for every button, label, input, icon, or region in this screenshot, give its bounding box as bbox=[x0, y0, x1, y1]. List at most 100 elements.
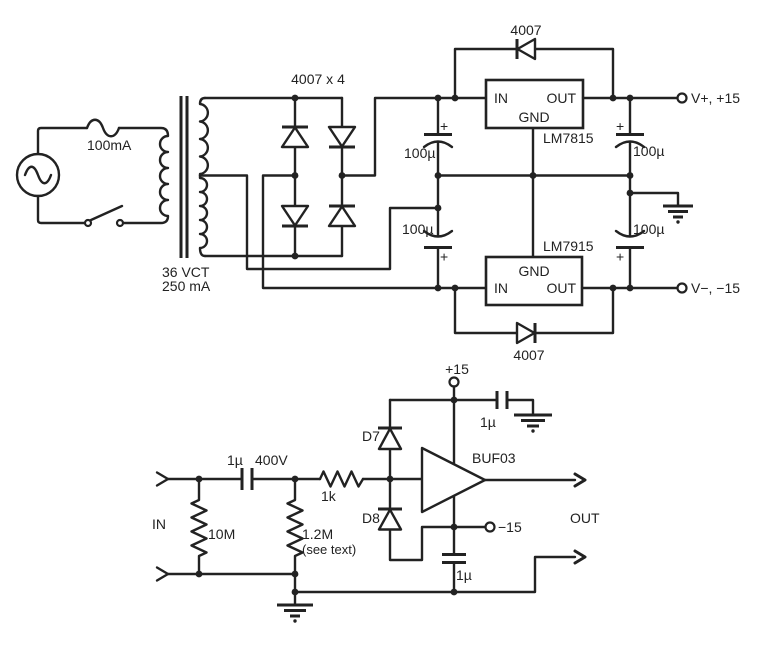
negative-output-label: V−, −15 bbox=[691, 280, 740, 296]
pin-in-label: IN bbox=[494, 90, 508, 106]
protection-diode-pos: 4007 bbox=[453, 22, 615, 100]
bridge-rectifier: 4007 x 4 bbox=[203, 71, 357, 258]
ground-dot bbox=[531, 429, 535, 433]
positive-feed-wire bbox=[340, 96, 488, 177]
secondary-winding bbox=[198, 96, 209, 258]
negative-rail-buffer: −15 1µ bbox=[442, 494, 522, 594]
cap-plus-sign: + bbox=[440, 118, 448, 134]
negative-output: V−, −15 bbox=[580, 280, 740, 296]
ac-source bbox=[15, 126, 89, 225]
diode-d7-icon bbox=[377, 427, 403, 451]
cap-plus-sign: + bbox=[616, 249, 624, 265]
resistor-10m-value: 10M bbox=[208, 526, 235, 542]
diode-d8-icon bbox=[377, 508, 403, 531]
cap-value: 100µ bbox=[404, 145, 435, 161]
resistor-1p2m-icon bbox=[286, 477, 304, 576]
transformer: 36 VCT 250 mA bbox=[117, 96, 211, 294]
bypass-cap-icon bbox=[495, 391, 509, 409]
sine-wave-icon bbox=[23, 165, 53, 185]
pin-in-label: IN bbox=[494, 280, 508, 296]
filter-cap-upper-right: + 100µ bbox=[614, 96, 664, 290]
vneg-label: −15 bbox=[498, 519, 522, 535]
diode-label: 4007 bbox=[513, 347, 544, 363]
transformer-rating: 36 VCT bbox=[162, 264, 210, 280]
positive-output-label: V+, +15 bbox=[691, 90, 740, 106]
wire bbox=[628, 191, 680, 208]
diode-icon bbox=[516, 37, 537, 61]
coupling-cap-icon bbox=[240, 468, 254, 490]
diode-icon bbox=[327, 205, 357, 228]
coupling-cap-voltage: 400V bbox=[255, 452, 288, 468]
regulator-lm7915: GND IN OUT LM7915 bbox=[484, 238, 594, 307]
switch-contact bbox=[83, 218, 93, 228]
diode-icon bbox=[280, 126, 310, 149]
diode-icon bbox=[280, 204, 310, 227]
positive-rail-buffer: +15 1µ bbox=[388, 361, 552, 466]
positive-output: V+, +15 bbox=[581, 90, 740, 106]
diode-label: 4007 bbox=[510, 22, 541, 38]
ground-dot bbox=[676, 220, 680, 224]
resistor-10m-icon bbox=[190, 477, 208, 576]
cap-value: 100µ bbox=[633, 221, 664, 237]
center-tap-wire bbox=[198, 174, 440, 271]
fuse-label: 100mA bbox=[87, 137, 132, 153]
part-number: LM7915 bbox=[543, 238, 594, 254]
opamp-label: BUF03 bbox=[472, 450, 516, 466]
diode-d8-label: D8 bbox=[362, 510, 380, 526]
output-arrow-icon bbox=[573, 549, 587, 565]
ground-icon bbox=[514, 413, 552, 428]
regulator-box bbox=[484, 78, 585, 130]
ground-dot bbox=[293, 619, 297, 623]
output-arrow-icon bbox=[573, 472, 587, 488]
wire bbox=[293, 555, 577, 594]
ground-icon bbox=[277, 603, 313, 618]
filter-cap-lower-left: + 100µ bbox=[402, 221, 454, 265]
junction-dots-psu bbox=[291, 94, 634, 292]
resistor-1k-icon bbox=[318, 470, 365, 488]
switch-lever bbox=[89, 204, 124, 222]
vneg-terminal bbox=[484, 521, 496, 533]
clamp-diodes: D7 D8 bbox=[362, 398, 456, 562]
cap-value: 100µ bbox=[633, 143, 664, 159]
cap-plus-sign: + bbox=[440, 249, 448, 265]
part-number: LM7815 bbox=[543, 130, 594, 146]
coupling-cap-value: 1µ bbox=[227, 452, 243, 468]
filter-cap-lower-right: + 100µ bbox=[614, 221, 664, 265]
diode-icon bbox=[327, 125, 357, 148]
fuse: 100mA bbox=[85, 118, 132, 153]
vpos-terminal bbox=[448, 376, 460, 388]
cap-curved-plate bbox=[614, 229, 646, 238]
diode-icon bbox=[515, 321, 536, 345]
protection-diode-neg: 4007 bbox=[453, 286, 615, 363]
wire bbox=[388, 477, 456, 562]
input-label: IN bbox=[152, 516, 166, 532]
output-label: OUT bbox=[570, 510, 600, 526]
wire bbox=[453, 47, 615, 100]
input-network: 1µ 400V 10M 1.2M (see text) 1k bbox=[166, 452, 424, 576]
terminal-circle bbox=[676, 92, 688, 104]
bypass-cap-value: 1µ bbox=[480, 414, 496, 430]
transformer-current: 250 mA bbox=[162, 278, 211, 294]
cap-value: 100µ bbox=[402, 221, 433, 237]
pin-out-label: OUT bbox=[546, 280, 576, 296]
resistor-1k-value: 1k bbox=[321, 488, 337, 504]
regulator-box bbox=[484, 255, 584, 307]
power-switch bbox=[83, 204, 125, 228]
cap-curved-plate bbox=[422, 229, 454, 238]
pin-gnd-label: GND bbox=[518, 263, 549, 279]
pin-gnd-label: GND bbox=[518, 109, 549, 125]
negative-feed-wire bbox=[261, 174, 488, 290]
output-return bbox=[293, 549, 587, 594]
diode-d7-label: D7 bbox=[362, 428, 380, 444]
resistor-1p2m-note: (see text) bbox=[302, 542, 356, 557]
ground-bus bbox=[436, 126, 632, 259]
bypass-cap-value: 1µ bbox=[456, 567, 472, 583]
vpos-label: +15 bbox=[445, 361, 469, 377]
wire bbox=[505, 398, 535, 417]
bridge-label: 4007 x 4 bbox=[291, 71, 345, 87]
wire bbox=[36, 126, 89, 156]
junction-dots-buffer bbox=[195, 396, 458, 596]
primary-winding bbox=[117, 126, 170, 225]
